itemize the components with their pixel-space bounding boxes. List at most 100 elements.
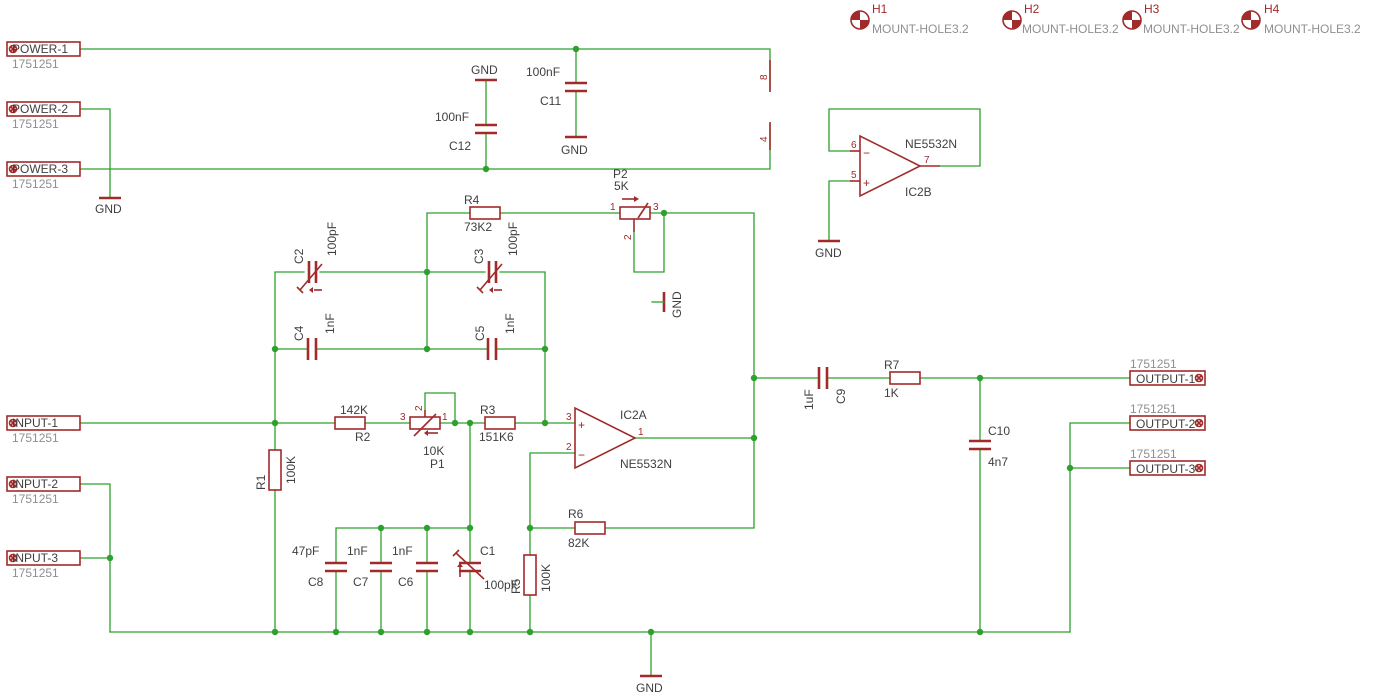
svg-text:C8: C8 [308,575,324,589]
svg-text:3: 3 [566,412,572,423]
svg-text:1: 1 [610,202,616,213]
ic2-power-pins: 8 4 [759,60,771,150]
connector-power-1: POWER-1 1751251 [6,41,81,71]
connector-part: 1751251 [12,117,59,131]
connector-part: 1751251 [1130,447,1177,461]
connector-name: INPUT-1 [12,416,58,430]
svg-text:5: 5 [851,170,857,181]
svg-text:C12: C12 [449,139,471,153]
connector-input-3: INPUT-3 1751251 [6,550,81,580]
mount-hole-h4: H4 MOUNT-HOLE3.2 [1241,2,1361,36]
connector-name: OUTPUT-3 [1136,462,1196,476]
capacitor-c5: C5 1nF [473,313,517,360]
gnd-symbol-c11: GND [561,135,588,157]
svg-text:2: 2 [623,234,634,240]
capacitor-c7: 1nF C7 [347,544,392,589]
svg-text:−: − [578,448,585,462]
connector-power-3: POWER-3 1751251 [6,161,81,191]
capacitor-c12: 100nF C12 [435,110,497,153]
connector-name: POWER-3 [12,162,68,176]
gnd-symbol-power: GND [95,196,122,216]
svg-text:P2: P2 [613,167,628,181]
svg-text:1nF: 1nF [347,544,368,558]
svg-text:C2: C2 [292,248,306,264]
svg-text:100nF: 100nF [526,65,560,79]
svg-text:P1: P1 [430,457,445,471]
mount-hole-ref: H1 [872,2,888,16]
svg-text:3: 3 [653,202,659,213]
connector-power-2: POWER-2 1751251 [6,101,81,131]
svg-text:151K6: 151K6 [479,430,514,444]
trimmer-capacitor-c1: C1 100pF [452,544,518,592]
capacitor-c8: 47pF C8 [292,544,347,589]
svg-text:2: 2 [566,442,572,453]
gnd-symbol-c12: GND [471,63,498,82]
capacitor-c4: C4 1nF [292,313,337,360]
connector-name: POWER-1 [12,42,68,56]
connector-output-2: OUTPUT-2 1751251 [1129,402,1206,431]
svg-text:100pF: 100pF [325,222,339,256]
svg-text:C11: C11 [540,94,561,108]
connector-part: 1751251 [12,492,59,506]
mount-hole-value: MOUNT-HOLE3.2 [1264,22,1361,36]
connector-output-3: OUTPUT-3 1751251 [1129,447,1206,476]
svg-text:C7: C7 [353,575,369,589]
svg-text:82K: 82K [568,536,589,550]
connector-part: 1751251 [12,431,59,445]
potentiometer-p2: 1 3 2 P2 5K [610,167,659,240]
mount-hole-h1: H1 MOUNT-HOLE3.2 [850,2,969,36]
svg-text:−: − [863,146,870,160]
connector-name: POWER-2 [12,102,68,116]
svg-text:100K: 100K [284,456,298,484]
connector-input-2: INPUT-2 1751251 [6,476,81,506]
svg-text:4n7: 4n7 [988,455,1008,469]
svg-text:100pF: 100pF [506,222,520,256]
capacitor-c11: 100nF C11 [526,65,587,108]
connector-part: 1751251 [12,566,59,580]
resistor-r6: R6 82K [568,507,606,550]
mount-hole-h3: H3 MOUNT-HOLE3.2 [1122,2,1240,36]
svg-text:3: 3 [400,412,406,423]
trimmer-capacitor-c3: C3 100pF [472,222,520,294]
svg-text:8: 8 [759,74,770,80]
svg-text:100K: 100K [539,564,553,592]
svg-text:C1: C1 [480,544,496,558]
svg-text:R1: R1 [254,474,268,490]
opamp-ic2a: + − 3 2 1 IC2A NE5532N [566,406,672,471]
connector-name: INPUT-2 [12,477,58,491]
svg-text:GND: GND [95,202,122,216]
svg-text:47pF: 47pF [292,544,319,558]
svg-text:GND: GND [636,681,663,695]
svg-text:R2: R2 [355,430,371,444]
resistor-r4: R4 73K2 [464,193,501,234]
capacitor-c9: 1uF C9 [802,367,848,410]
svg-text:C6: C6 [398,575,414,589]
svg-text:+: + [578,418,585,432]
resistor-r2: 142K R2 [334,403,371,444]
svg-text:100pF: 100pF [484,578,518,592]
svg-text:1: 1 [442,412,448,423]
connector-name: INPUT-3 [12,551,58,565]
svg-text:142K: 142K [340,403,368,417]
svg-text:1nF: 1nF [503,313,517,334]
trimmer-capacitor-c2: C2 100pF [292,222,339,294]
svg-text:IC2A: IC2A [620,408,647,422]
svg-text:6: 6 [851,140,857,151]
connector-part: 1751251 [1130,357,1177,371]
svg-text:R6: R6 [568,507,584,521]
mount-hole-ref: H3 [1144,2,1160,16]
svg-text:C5: C5 [473,325,487,341]
connector-name: OUTPUT-2 [1136,417,1196,431]
connector-input-1: INPUT-1 1751251 [6,415,81,445]
svg-text:NE5532N: NE5532N [905,137,957,151]
svg-text:IC2B: IC2B [905,185,932,199]
svg-text:GND: GND [670,291,684,318]
capacitor-c6: 1nF C6 [392,544,438,589]
mount-hole-h2: H2 MOUNT-HOLE3.2 [1002,2,1119,36]
svg-text:1nF: 1nF [323,313,337,334]
svg-text:1K: 1K [884,386,899,400]
svg-text:C4: C4 [292,325,306,341]
svg-text:7: 7 [924,155,930,166]
mount-hole-value: MOUNT-HOLE3.2 [1022,22,1119,36]
